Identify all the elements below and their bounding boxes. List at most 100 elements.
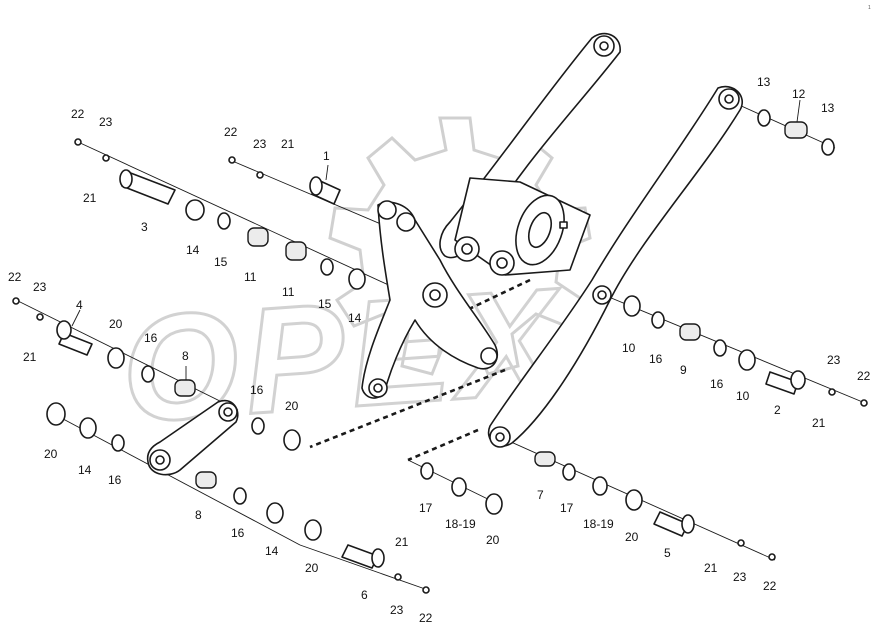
bellcrank-top-eye: [377, 200, 397, 220]
callout-21: 21: [23, 350, 37, 364]
cross-tube-bore: [527, 211, 553, 249]
fasteners: [12, 138, 868, 594]
callout-15: 15: [214, 255, 228, 269]
corner-mark: 1: [868, 5, 871, 11]
washer-17b: [562, 463, 576, 481]
bushings: [174, 121, 808, 489]
leader-lines: [71, 99, 801, 380]
callout-22: 22: [8, 270, 22, 284]
bushing-11a: [247, 227, 269, 247]
arm-right-mid-bore: [597, 290, 607, 300]
callout-15: 15: [318, 297, 332, 311]
callout-20: 20: [305, 561, 319, 575]
bellcrank: [361, 200, 499, 399]
bellcrank-center-bore: [429, 289, 441, 301]
pin-5: [653, 511, 695, 537]
washer-16a: [141, 365, 155, 383]
bolt-22d: [422, 586, 430, 594]
pin-6-shaft: [341, 544, 379, 569]
callout-23: 23: [733, 570, 747, 584]
bolt-22f: [768, 553, 776, 561]
pin-5-head: [681, 514, 695, 534]
pin-6: [341, 544, 385, 569]
callout-3: 3: [141, 220, 148, 234]
washer-15b: [320, 258, 334, 276]
callout-13: 13: [821, 101, 835, 115]
bushing-12: [784, 121, 808, 139]
washer-14a: [185, 199, 205, 221]
washer-1819b: [592, 476, 608, 496]
callout-1: 1: [323, 149, 330, 163]
callout-21: 21: [281, 137, 295, 151]
callout-5: 5: [664, 546, 671, 560]
washer-14c: [79, 417, 97, 439]
callout-18-19: 18-19: [445, 517, 476, 531]
callout-16: 16: [710, 377, 724, 391]
tube-pivot-a-bore: [461, 243, 473, 255]
washer-13b: [821, 138, 835, 156]
callout-22: 22: [419, 611, 433, 625]
cross-tube-slot: [559, 221, 568, 229]
pin-6-head: [371, 548, 385, 568]
washer-20f: [625, 489, 643, 511]
nut-23d: [394, 573, 402, 581]
tube-pivot-b-bore: [496, 257, 508, 269]
lower-link: [146, 399, 239, 476]
washer-10b: [738, 349, 756, 371]
callout-16: 16: [231, 526, 245, 540]
callout-22: 22: [224, 125, 238, 139]
lower-link-eye-top-bore: [223, 407, 233, 417]
callout-17: 17: [419, 501, 433, 515]
pin-4-head: [56, 320, 72, 340]
washer-16c: [251, 417, 265, 435]
arm-right-bottom-bore: [495, 432, 505, 442]
lower-link-eye-bottom-bore: [155, 455, 165, 465]
nut-23b: [256, 171, 264, 179]
callout-9: 9: [680, 363, 687, 377]
washer-16f: [713, 339, 727, 357]
axis-mid-right: [603, 294, 866, 404]
arm-left-eye-inner: [599, 41, 609, 51]
callout-8: 8: [195, 508, 202, 522]
callout-14: 14: [265, 544, 279, 558]
washer-16e: [651, 311, 665, 329]
washer-20e: [485, 493, 503, 515]
callout-16: 16: [250, 383, 264, 397]
dash-bellcrank: [309, 368, 506, 449]
washer-20d: [304, 519, 322, 541]
axis-top-right: [727, 99, 836, 149]
callout-12: 12: [792, 87, 806, 101]
bellcrank-right-eye: [480, 347, 498, 365]
callout-16: 16: [144, 331, 158, 345]
loader-arm-front: [487, 85, 743, 448]
washer-17a: [420, 462, 434, 480]
callout-6: 6: [361, 588, 368, 602]
callout-21: 21: [812, 416, 826, 430]
dash-lower: [407, 428, 479, 462]
callout-22: 22: [857, 369, 871, 383]
pin-2-head: [790, 370, 806, 390]
bolt-22c: [12, 297, 20, 305]
bolt-22b: [228, 156, 236, 164]
callout-20: 20: [285, 399, 299, 413]
bushing-7: [534, 451, 556, 467]
callout-18-19: 18-19: [583, 517, 614, 531]
leader-1: [325, 164, 329, 181]
washer-16d: [233, 487, 247, 505]
callout-8: 8: [182, 349, 189, 363]
callout-7: 7: [537, 488, 544, 502]
loader-arm-right: [487, 85, 743, 447]
callout-labels: 22 23 21 3 22 23 21 1 14 15 11 11 15 14 …: [8, 75, 871, 625]
washers: [46, 109, 835, 541]
callout-4: 4: [76, 298, 83, 312]
washer-13a: [757, 109, 771, 127]
callout-11: 11: [282, 285, 295, 299]
washer-14b: [348, 268, 366, 290]
washer-10a: [623, 295, 641, 317]
axis-pin-6: [299, 544, 429, 591]
axis-pin-4: [15, 299, 239, 411]
washer-16b: [111, 434, 125, 452]
washer-20c: [283, 429, 301, 451]
washer-20a: [107, 347, 125, 369]
